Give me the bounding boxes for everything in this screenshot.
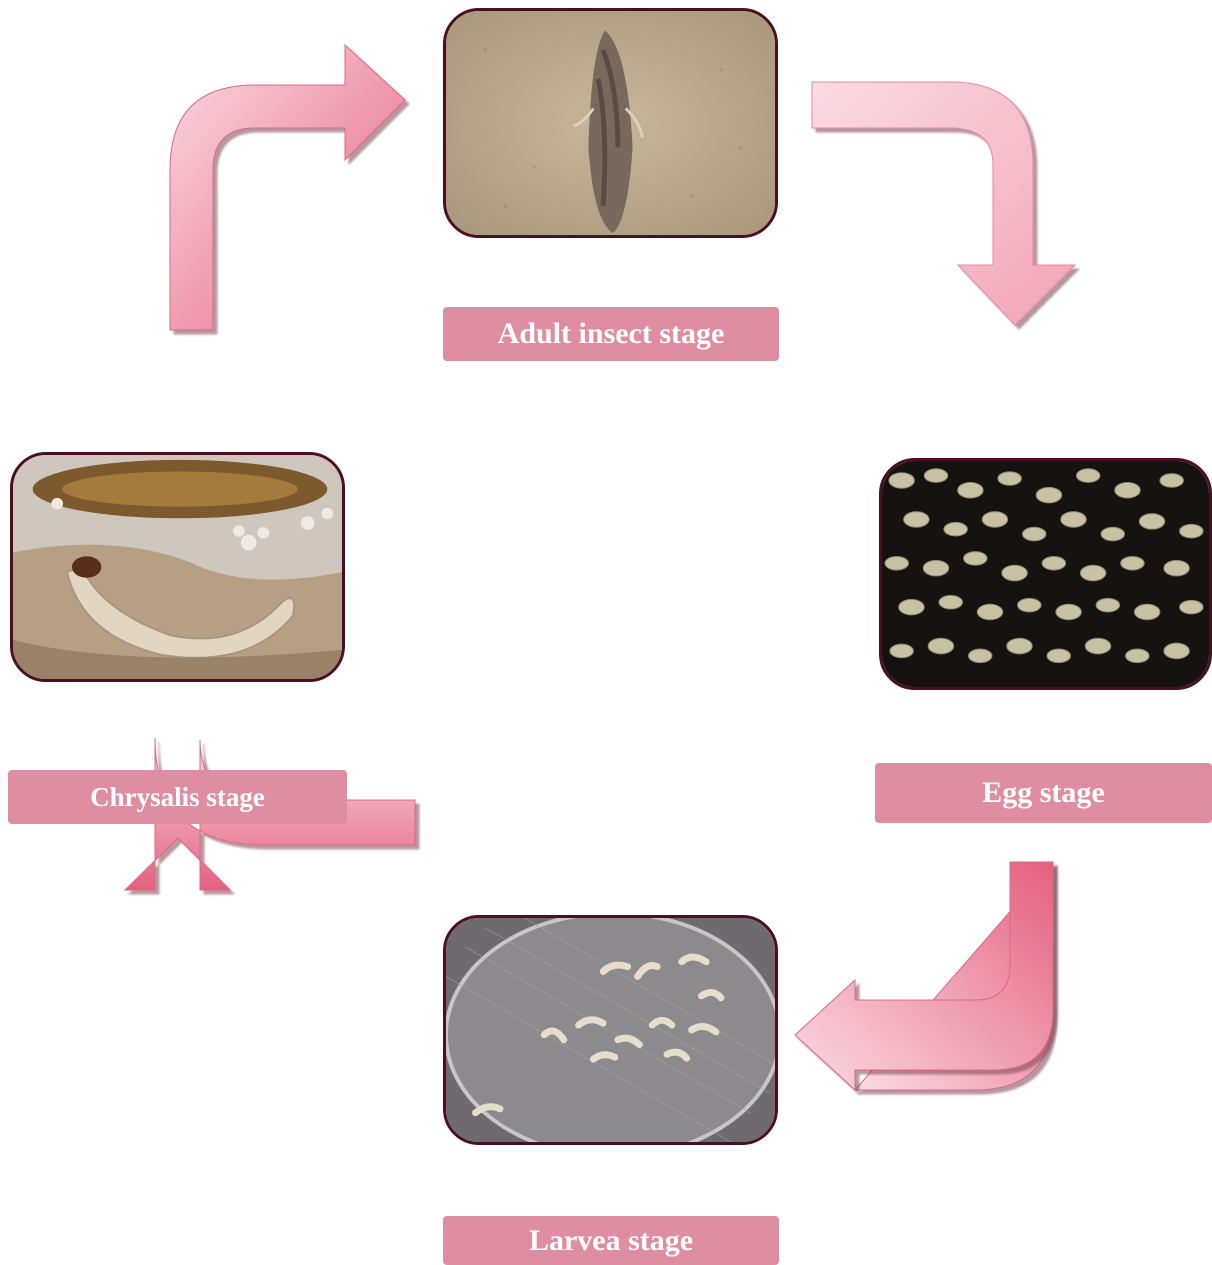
label-adult-stage: Adult insect stage <box>443 307 779 361</box>
chrysalis-photo <box>10 452 345 682</box>
adult-insect-photo <box>443 8 778 238</box>
label-chrysalis-text: Chrysalis stage <box>90 782 265 813</box>
label-adult-text: Adult insect stage <box>498 317 725 351</box>
arrow-adult-to-egg <box>812 82 1075 325</box>
egg-photo <box>879 458 1212 690</box>
label-egg-text: Egg stage <box>982 776 1105 810</box>
label-chrysalis-stage: Chrysalis stage <box>8 770 347 824</box>
pupa-larva-photo-image <box>13 455 342 679</box>
arrow-egg-to-larva-body <box>795 862 1053 1090</box>
moth-photo-image <box>446 11 775 235</box>
arrow-chrysalis-to-adult <box>170 45 405 330</box>
eggs-photo-image <box>882 461 1209 687</box>
label-larva-stage: Larvea stage <box>443 1216 779 1265</box>
larvae-petri-dish-photo-image <box>446 918 775 1142</box>
larva-photo <box>443 915 778 1145</box>
arrow-egg-to-larva <box>855 862 1053 1090</box>
label-larva-text: Larvea stage <box>529 1224 693 1258</box>
label-egg-stage: Egg stage <box>875 763 1212 823</box>
